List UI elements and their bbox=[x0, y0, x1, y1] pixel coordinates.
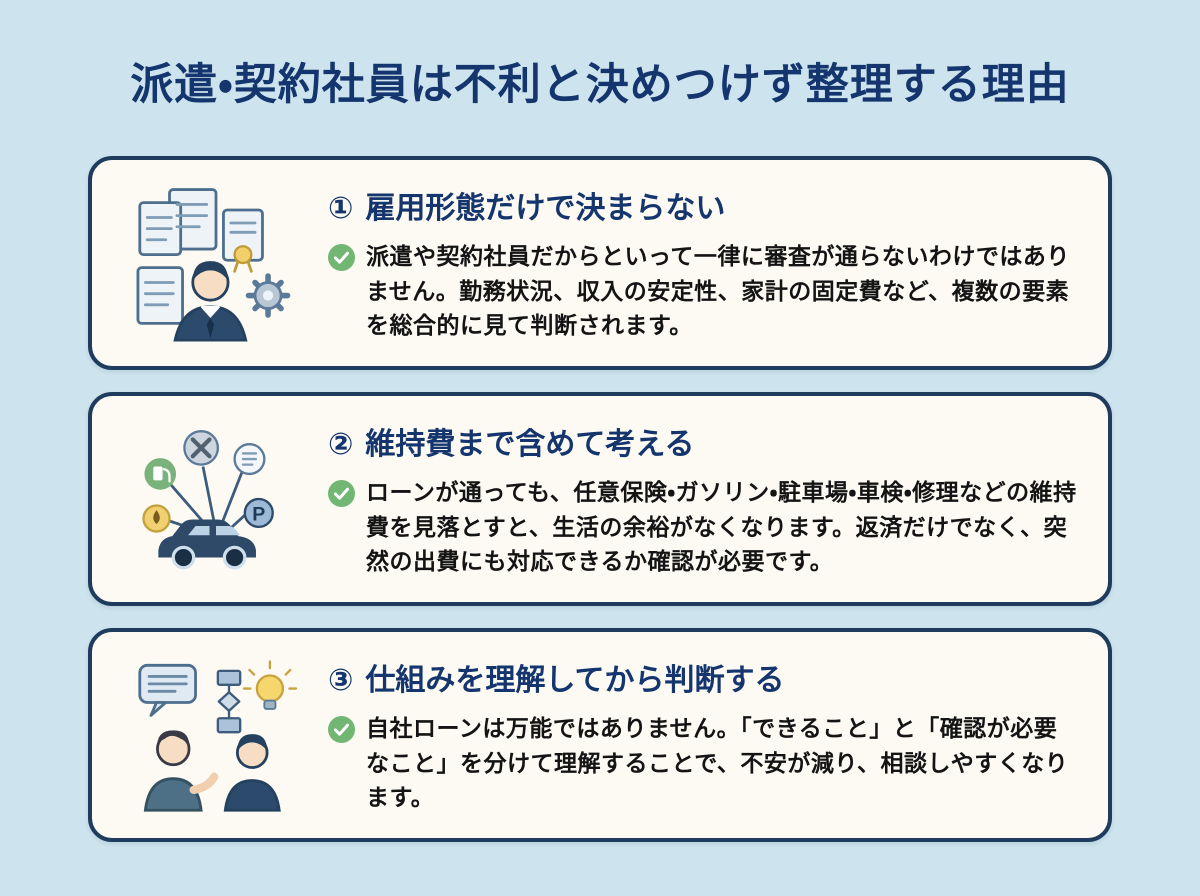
card-heading: ③ 仕組みを理解してから判断する bbox=[328, 655, 1078, 699]
check-icon bbox=[328, 243, 355, 271]
card-heading-text: 仕組みを理解してから判断する bbox=[365, 663, 785, 697]
svg-text:P: P bbox=[252, 503, 265, 525]
card-heading-text: 維持費まで含めて考える bbox=[365, 427, 695, 461]
check-icon bbox=[328, 479, 355, 507]
card-body-text: 自社ローンは万能ではありません。「できること」と「確認が必要なこと」を分けて理解… bbox=[366, 714, 1069, 811]
card-content: ② 維持費まで含めて考える ローンが通っても、任意保険・ガソリン・駐車場・車検・… bbox=[322, 419, 1078, 580]
consultation-lightbulb-icon bbox=[110, 656, 322, 814]
card-heading: ② 維持費まで含めて考える bbox=[328, 419, 1078, 463]
card-understand-mechanism: ③ 仕組みを理解してから判断する 自社ローンは万能ではありません。「できること」… bbox=[88, 628, 1112, 842]
card-maintenance-costs: P ② 維持費まで含めて考える bbox=[88, 392, 1112, 606]
card-heading-text: 雇用形態だけで決まらない bbox=[365, 191, 726, 225]
card-number: ① bbox=[328, 191, 354, 225]
card-body-row: 派遣や契約社員だからといって一律に審査が通らないわけではありません。勤務状況、収… bbox=[328, 239, 1078, 344]
page-title: 派遣・契約社員は不利と決めつけず整理する理由 bbox=[130, 61, 1070, 109]
card-body-row: ローンが通っても、任意保険・ガソリン・駐車場・車検・修理などの維持費を見落とすと… bbox=[328, 475, 1078, 580]
card-body-row: 自社ローンは万能ではありません。「できること」と「確認が必要なこと」を分けて理解… bbox=[328, 711, 1078, 816]
card-body-text: ローンが通っても、任意保険・ガソリン・駐車場・車検・修理などの維持費を見落とすと… bbox=[366, 478, 1077, 575]
documents-person-gear-icon bbox=[110, 184, 322, 342]
card-content: ③ 仕組みを理解してから判断する 自社ローンは万能ではありません。「できること」… bbox=[322, 655, 1078, 816]
card-content: ① 雇用形態だけで決まらない 派遣や契約社員だからといって一律に審査が通らないわ… bbox=[322, 183, 1078, 344]
card-list: ① 雇用形態だけで決まらない 派遣や契約社員だからといって一律に審査が通らないわ… bbox=[88, 156, 1112, 842]
card-number: ③ bbox=[328, 663, 354, 697]
card-body-text: 派遣や契約社員だからといって一律に審査が通らないわけではありません。勤務状況、収… bbox=[366, 242, 1070, 339]
card-heading: ① 雇用形態だけで決まらない bbox=[328, 183, 1078, 227]
check-icon bbox=[328, 715, 355, 743]
car-maintenance-costs-icon: P bbox=[110, 420, 322, 578]
card-employment-type: ① 雇用形態だけで決まらない 派遣や契約社員だからといって一律に審査が通らないわ… bbox=[88, 156, 1112, 370]
card-number: ② bbox=[328, 427, 354, 461]
